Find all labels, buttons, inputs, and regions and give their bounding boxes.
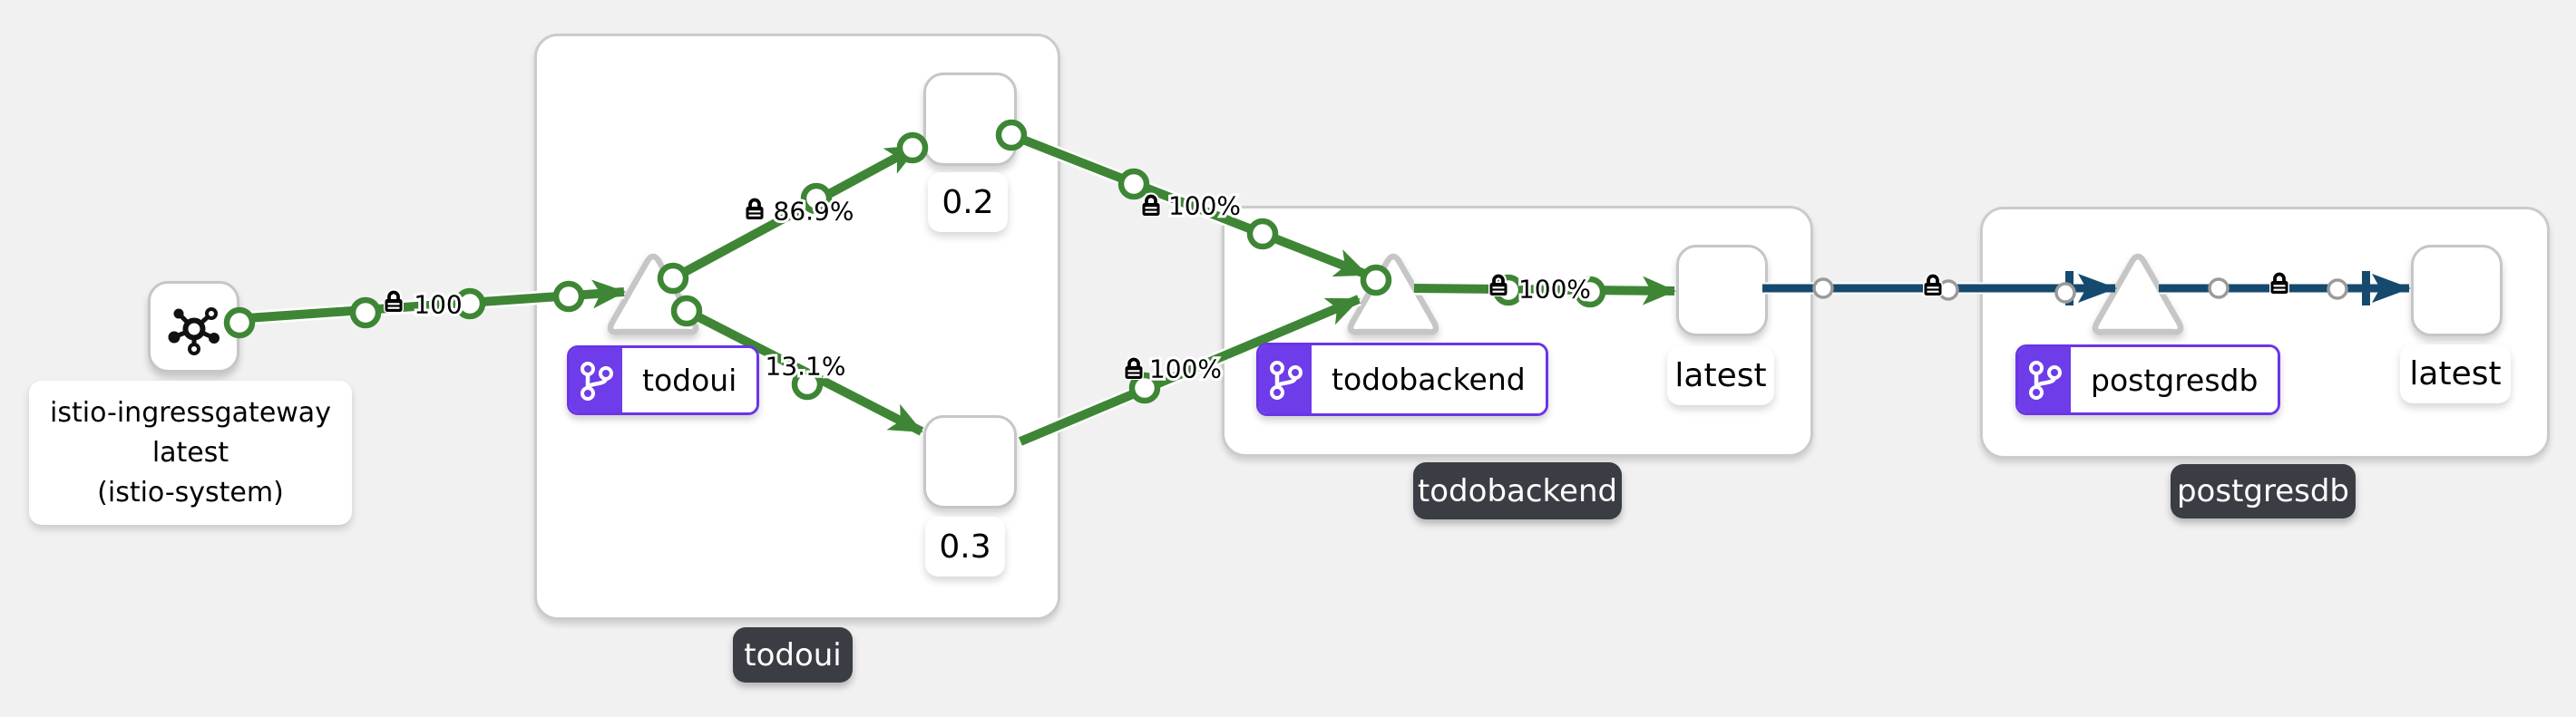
gateway-workload-icon [168,306,220,355]
app-pill-todobackend[interactable]: todobackend [1256,343,1548,416]
app-pill-label: postgresdb [2071,347,2278,412]
gateway-label-line2: latest [151,436,229,469]
edge-v02-to-todobackend[interactable] [1010,131,1369,279]
edge-todobackend-to-latest[interactable] [1413,276,1676,305]
edge-label-v02-todobackend: 100% [1168,191,1241,221]
edge-label-todoui-v03: 13.1% [766,352,846,382]
virtual-service-branch-icon [1259,345,1312,413]
label-v02: 0.2 [928,172,1008,232]
service-triangle-postgresdb[interactable] [2095,257,2181,332]
tcp-tee-bar [2362,271,2370,305]
node-todoui-v0-2[interactable] [923,73,1017,166]
node-todoui-v0-3[interactable] [923,415,1017,509]
edge-label-todobackend-latest: 100% [1518,275,1591,305]
app-pill-label: todoui [622,348,757,412]
label-postgresdb-latest: latest [2400,344,2511,403]
edge-label-v03-todobackend: 100% [1149,354,1222,384]
group-badge-todoui[interactable]: todoui [733,627,853,683]
tcp-waypoint-circles [1812,277,2348,304]
app-pill-label: todobackend [1312,345,1546,413]
app-pill-todoui[interactable]: todoui [567,345,760,415]
label-v03: 0.3 [925,517,1005,577]
gateway-label-line3: (istio-system) [97,476,284,509]
group-badge-postgresdb[interactable]: postgresdb [2171,464,2356,518]
group-badge-todobackend[interactable]: todobackend [1413,462,1622,519]
label-todobackend-latest: latest [1667,346,1774,405]
virtual-service-branch-icon [570,348,622,412]
node-postgresdb-latest[interactable] [2411,245,2503,336]
node-todobackend-latest[interactable] [1676,245,1768,336]
edge-label-todoui-v02: 86.9% [774,197,854,227]
gateway-label-line1: istio-ingressgateway [50,396,331,429]
label-istio-ingressgateway: istio-ingressgateway latest (istio-syste… [29,381,352,525]
virtual-service-branch-icon [2018,347,2071,412]
edge-v03-to-todobackend[interactable] [1019,295,1361,446]
edge-label-gateway-todoui: 100 [414,290,462,320]
app-pill-postgresdb[interactable]: postgresdb [2015,344,2281,415]
edge-todoui-to-v02[interactable] [670,141,921,283]
